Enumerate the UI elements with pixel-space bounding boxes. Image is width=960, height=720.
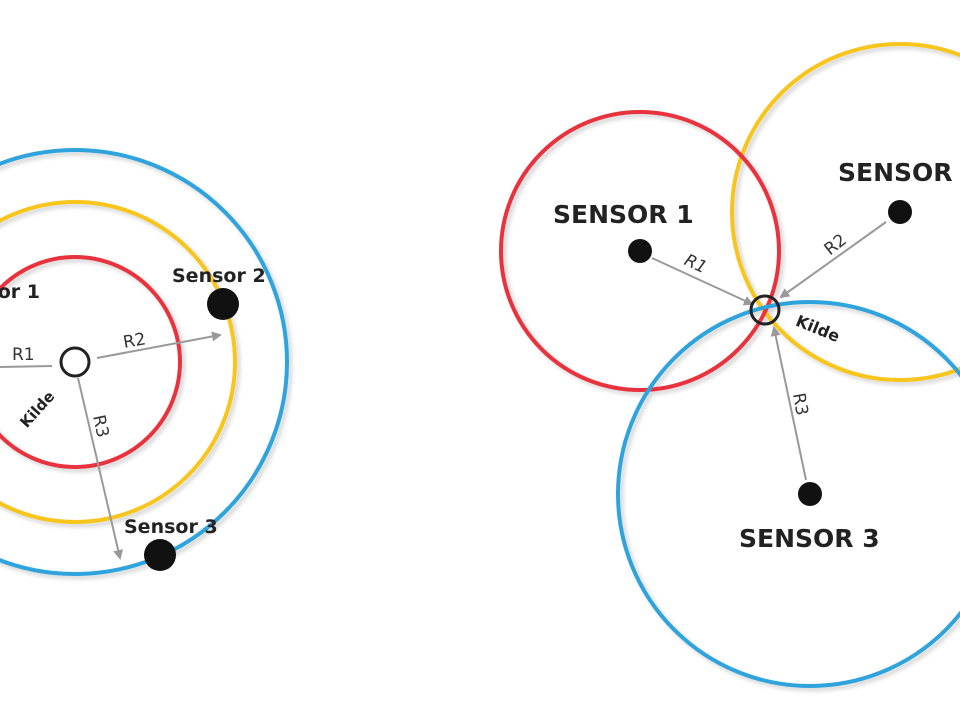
right-sensor1-dot [628,239,652,263]
right-source-marker [749,294,781,326]
left-sensor2-dot [207,288,239,320]
right-sensor3-label: SENSOR 3 [739,524,880,553]
left-r1-line [0,365,53,368]
right-r3-arrow [770,326,807,481]
right-sensor2-label: SENSOR 2 [838,158,960,187]
right-sensor3-dot [798,482,822,506]
right-circle-sensor2 [730,42,960,382]
right-r2-arrow [779,221,887,299]
left-r3-label: R3 [88,413,112,439]
left-r2-label: R2 [122,329,148,353]
left-r2-arrow [96,331,222,359]
right-trilateration-diagram [499,42,960,688]
left-sensor3-label: Sensor 3 [124,516,218,538]
left-sensor3-dot [144,539,176,571]
left-source-label: Kilde [16,387,58,431]
right-sensor2-dot [888,200,912,224]
left-r3-arrow [77,377,124,560]
left-circle-sensor3 [0,148,289,576]
left-circle-sensor2 [0,200,237,524]
right-r2-label: R2 [821,230,851,260]
left-r1-label: R1 [12,345,35,365]
right-sensor1-label: SENSOR 1 [553,200,694,229]
right-circle-sensor3 [616,300,960,688]
left-sensor2-label: Sensor 2 [172,265,266,287]
left-concentric-diagram [0,148,289,576]
right-source-label: Kilde [793,311,843,346]
left-sensor1-label: Sensor 1 [0,281,40,303]
left-circle-sensor1 [0,255,182,469]
right-r3-label: R3 [788,391,812,417]
right-r1-arrow [651,257,754,306]
right-circle-sensor1 [499,110,781,392]
left-source-marker [59,346,91,378]
